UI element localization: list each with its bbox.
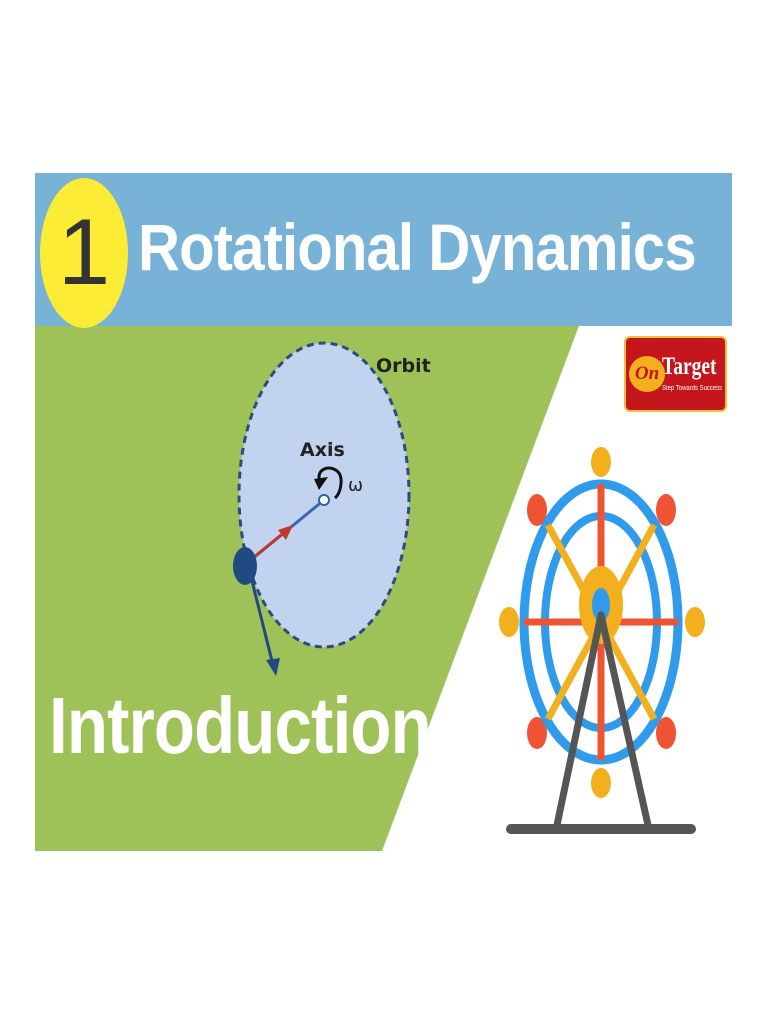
particle <box>233 547 257 585</box>
chapter-number-badge <box>40 178 128 328</box>
red-vector-head <box>278 525 293 540</box>
ferris-wheel-icon <box>499 447 705 834</box>
orbit-diagram: Orbit Axis ω <box>35 323 580 851</box>
velocity-vector <box>249 576 275 666</box>
velocity-vector-head <box>266 658 280 676</box>
axis-label: Axis <box>300 439 345 461</box>
logo-name: Target <box>662 353 717 380</box>
logo-tagline: Step Towards Success <box>662 385 723 392</box>
orbit-label: Orbit <box>376 355 431 377</box>
axis-center-point <box>318 494 330 506</box>
brand-logo: On Target Step Towards Success <box>624 336 727 412</box>
omega-label: ω <box>348 475 363 496</box>
logo-on-badge: On <box>629 356 665 392</box>
rotation-arrow-icon <box>317 466 343 500</box>
thumbnail: Orbit Axis ω <box>35 173 732 851</box>
header-band: Rotational Dynamics <box>35 173 732 326</box>
chapter-number: 1 <box>57 199 111 304</box>
subtitle: Introduction <box>49 681 432 770</box>
page-title: Rotational Dynamics <box>138 210 697 284</box>
rotation-arrowhead <box>314 477 328 490</box>
